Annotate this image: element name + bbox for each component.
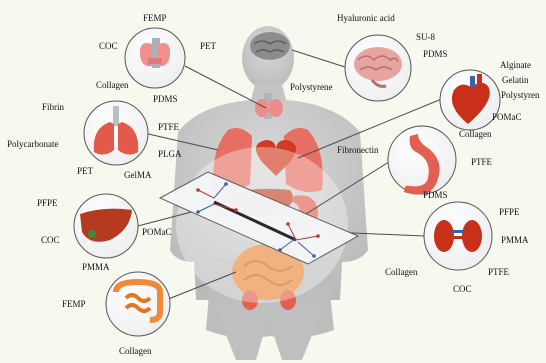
- brain-label-su8: SU-8: [416, 32, 436, 42]
- heart-label-pomac: POMaC: [492, 112, 522, 122]
- stomach-circle: [388, 126, 456, 194]
- lungs-label-fibrin: Fibrin: [42, 102, 65, 112]
- kidney-label-pfpe: PFPE: [499, 207, 520, 217]
- brain-label-pdms: PDMS: [423, 49, 448, 59]
- kidney-label-pmma: PMMA: [501, 235, 529, 245]
- intestine-label-femp: FEMP: [62, 299, 86, 309]
- lungs-label-pet: PET: [77, 166, 94, 176]
- brain-label-hyaluronic-acid: Hyaluronic acid: [337, 13, 395, 23]
- liver-label-pfpe: PFPE: [37, 198, 58, 208]
- kidney-label-ptfe: PTFE: [488, 267, 510, 277]
- stomach-label-collagen: Collagen: [459, 129, 492, 139]
- liver-label-pomac: POMaC: [142, 227, 172, 237]
- intestine-label-collagen: Collagen: [119, 346, 152, 356]
- brain-on-head: [250, 32, 290, 60]
- heart-label-polystyren: Polystyren: [501, 90, 540, 100]
- heart-label-alginate: Alginate: [500, 60, 531, 70]
- brain-label-polystyrene: Polystyrene: [290, 82, 333, 92]
- stomach-label-ptfe: PTFE: [471, 157, 493, 167]
- liver-label-coc: COC: [41, 235, 60, 245]
- thyroid-label-collagen: Collagen: [96, 80, 129, 90]
- heart-label-gelatin: Gelatin: [502, 75, 529, 85]
- kidney-label-collagen: Collagen: [385, 267, 418, 277]
- lungs-label-polycarbonate: Polycarbonate: [7, 139, 58, 149]
- lungs-label-plga: PLGA: [158, 149, 182, 159]
- thyroid-label-pdms: PDMS: [153, 94, 178, 104]
- thyroid-label-pet: PET: [200, 41, 217, 51]
- stomach-label-fibronectin: Fibronectin: [337, 145, 379, 155]
- stomach-label-pdms: PDMS: [423, 190, 448, 200]
- lungs-label-gelma: GelMA: [124, 170, 152, 180]
- lungs-label-ptfe: PTFE: [158, 122, 180, 132]
- thyroid-label-femp: FEMP: [143, 13, 167, 23]
- kidney-label-coc: COC: [453, 284, 472, 294]
- thyroid-label-coc: COC: [99, 41, 118, 51]
- liver-label-pmma: PMMA: [82, 262, 110, 272]
